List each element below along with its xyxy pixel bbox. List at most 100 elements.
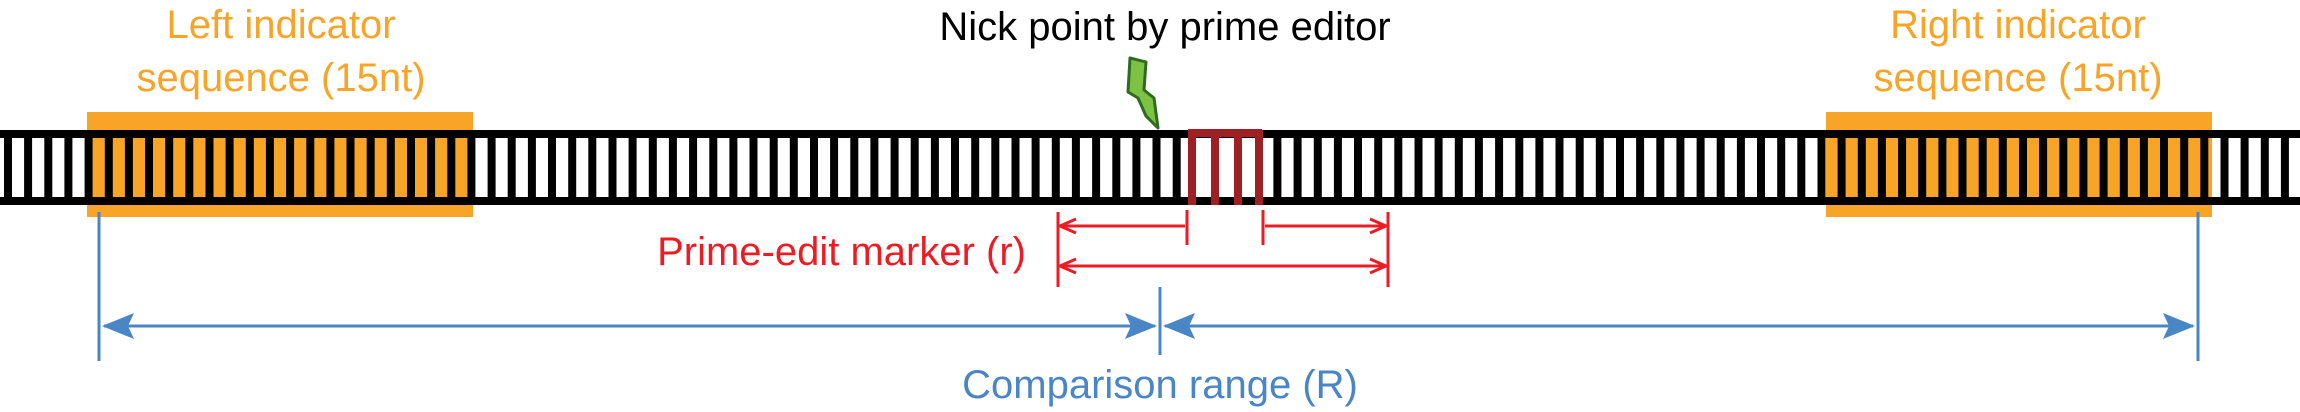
base-pair-rung: [1676, 134, 1685, 201]
base-pair-rung: [2039, 134, 2048, 201]
base-pair-rung: [1535, 134, 1544, 201]
base-pair-rung: [1998, 134, 2007, 201]
base-pair-rung: [1031, 134, 1040, 201]
base-pair-rung: [205, 134, 214, 201]
dna-base-pairs: [4, 134, 2289, 201]
base-pair-rung: [2280, 134, 2289, 201]
base-pair-rung: [548, 134, 556, 201]
base-pair-rung: [1293, 134, 1302, 201]
base-pair-rung: [84, 134, 93, 201]
base-pair-rung: [1797, 134, 1806, 201]
base-pair-rung: [830, 134, 839, 201]
base-pair-rung: [668, 134, 677, 201]
base-pair-rung: [709, 134, 718, 201]
base-pair-rung: [1757, 134, 1765, 201]
base-pair-rung: [1434, 134, 1443, 201]
right-indicator-label-line2: sequence (15nt): [1873, 56, 2162, 100]
base-pair-rung: [1495, 134, 1504, 201]
base-pair-rung: [810, 134, 818, 201]
left-indicator-label-line1: Left indicator: [166, 3, 395, 47]
base-pair-rung: [286, 134, 295, 201]
base-pair-rung: [185, 134, 194, 201]
base-pair-rung: [145, 134, 153, 201]
edit-site: [1188, 129, 1263, 205]
base-pair-rung: [2119, 134, 2128, 201]
base-pair-rung: [427, 134, 436, 201]
base-pair-rung: [1132, 134, 1141, 201]
base-pair-rung: [64, 134, 73, 201]
base-pair-rung: [527, 134, 536, 201]
base-pair-rung: [265, 134, 274, 201]
base-pair-rung: [1112, 134, 1121, 201]
prime-edit-marker-arrows: [1056, 210, 1390, 287]
base-pair-rung: [386, 134, 395, 201]
base-pair-rung: [749, 134, 758, 201]
base-pair-rung: [648, 134, 657, 201]
base-pair-rung: [4, 134, 12, 201]
base-pair-rung: [1595, 134, 1604, 201]
base-pair-rung: [1877, 134, 1886, 201]
base-pair-rung: [2099, 134, 2108, 201]
base-pair-rung: [1616, 134, 1624, 201]
base-pair-rung: [1736, 134, 1745, 201]
base-pair-rung: [2139, 134, 2148, 201]
base-pair-rung: [1071, 134, 1080, 201]
base-pair-rung: [225, 134, 234, 201]
base-pair-rung: [910, 134, 919, 201]
base-pair-rung: [1656, 134, 1665, 201]
base-pair-rung: [1555, 134, 1564, 201]
base-pair-rung: [44, 134, 53, 201]
base-pair-rung: [1152, 134, 1161, 201]
base-pair-rung: [1273, 134, 1282, 201]
base-pair-rung: [245, 134, 254, 201]
base-pair-rung: [951, 134, 959, 201]
base-pair-rung: [487, 134, 496, 201]
base-pair-rung: [2059, 134, 2068, 201]
base-pair-rung: [628, 134, 637, 201]
prime-edit-marker-label: Prime-edit marker (r): [657, 230, 1026, 274]
base-pair-rung: [2079, 134, 2088, 201]
base-pair-rung: [346, 134, 355, 201]
base-pair-rung: [1333, 134, 1342, 201]
base-pair-rung: [1515, 134, 1524, 201]
base-pair-rung: [2260, 134, 2269, 201]
base-pair-rung: [165, 134, 174, 201]
base-pair-rung: [608, 134, 617, 201]
base-pair-rung: [850, 134, 859, 201]
base-pair-rung: [689, 134, 698, 201]
base-pair-rung: [1374, 134, 1383, 201]
base-pair-rung: [1777, 134, 1786, 201]
base-pair-rung: [588, 134, 597, 201]
base-pair-rung: [24, 134, 33, 201]
base-pair-rung: [1172, 134, 1181, 201]
base-pair-rung: [568, 134, 577, 201]
base-pair-rung: [1938, 134, 1947, 201]
left-indicator-label-line2: sequence (15nt): [136, 56, 425, 100]
base-pair-rung: [2180, 134, 2189, 201]
base-pair-rung: [467, 134, 476, 201]
base-pair-rung: [366, 134, 375, 201]
base-pair-rung: [124, 134, 133, 201]
base-pair-rung: [1817, 134, 1826, 201]
base-pair-rung: [789, 134, 798, 201]
base-pair-rung: [1454, 134, 1463, 201]
base-pair-rung: [1716, 134, 1725, 201]
base-pair-rung: [2200, 134, 2209, 201]
base-pair-rung: [1958, 134, 1967, 201]
base-pair-rung: [729, 134, 738, 201]
base-pair-rung: [104, 134, 113, 201]
base-pair-rung: [1636, 134, 1645, 201]
base-pair-rung: [1857, 134, 1866, 201]
base-pair-rung: [991, 134, 1000, 201]
lightning-bolt-icon: [1126, 56, 1160, 130]
dna-strand-bottom-rail: [0, 197, 2300, 205]
base-pair-rung: [1414, 134, 1423, 201]
base-pair-rung: [507, 134, 516, 201]
comparison-range-label: Comparison range (R): [962, 363, 1358, 407]
base-pair-rung: [2240, 134, 2249, 201]
base-pair-rung: [326, 134, 335, 201]
base-pair-rung: [447, 134, 456, 201]
base-pair-rung: [2220, 134, 2229, 201]
base-pair-rung: [1575, 134, 1584, 201]
base-pair-rung: [1394, 134, 1403, 201]
